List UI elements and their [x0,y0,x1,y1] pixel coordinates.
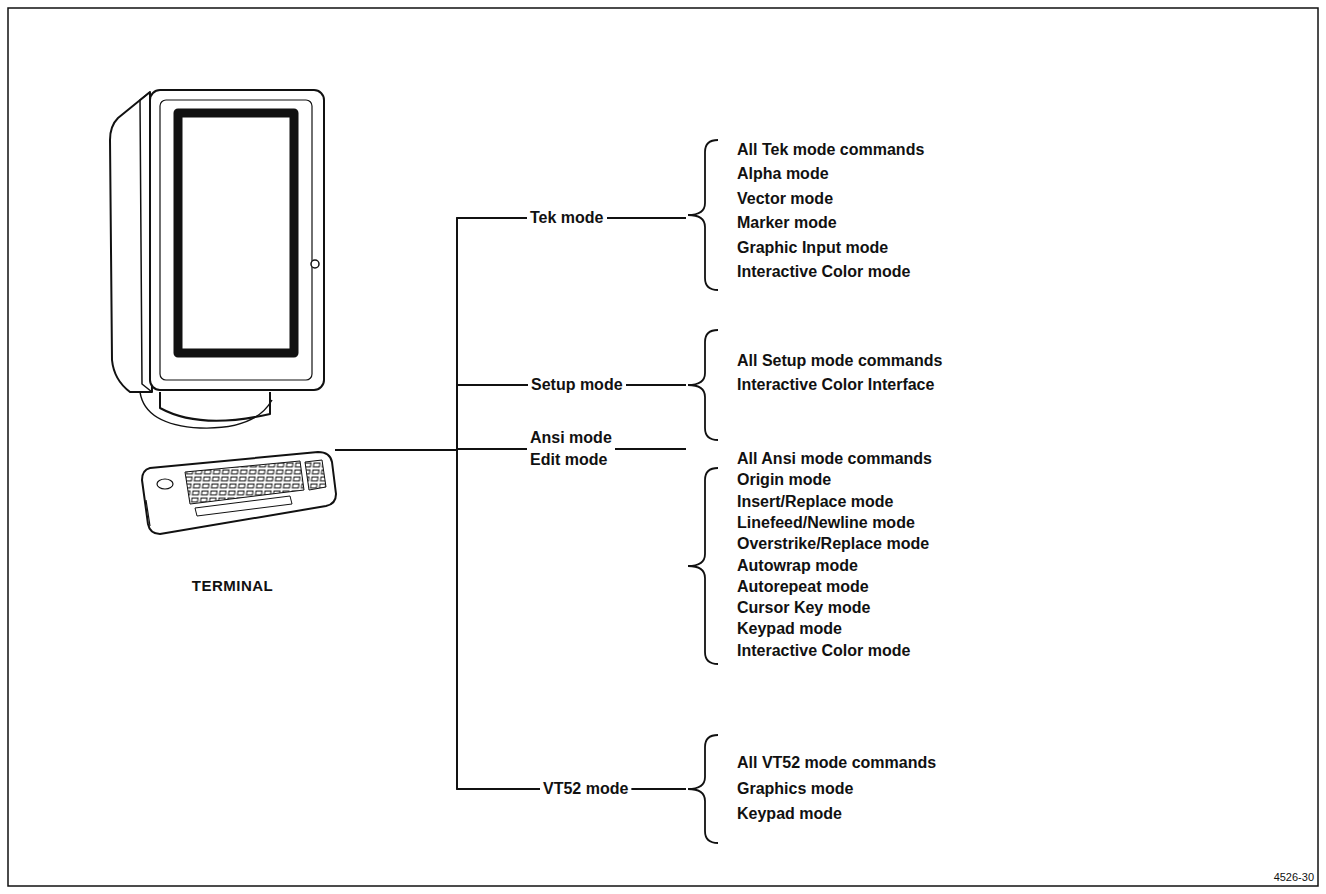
frame-border [8,8,1318,886]
branch-connector [335,450,540,789]
mode-name: Ansi mode [530,427,612,449]
brace-leader [626,384,686,386]
mode-label: Setup mode [528,374,626,396]
mode-feature: Graphic Input mode [737,238,888,258]
edge-group [335,218,540,789]
branch-connector [335,218,527,450]
mode-feature: All Setup mode commands [737,351,942,371]
mode-feature: Keypad mode [737,804,842,824]
mode-label: Ansi modeEdit mode [527,427,615,471]
mode-label: VT52 mode [540,778,631,800]
terminal-illustration [110,90,336,534]
mode-name: VT52 mode [543,778,628,800]
curly-brace [688,330,718,440]
mode-feature: Linefeed/Newline mode [737,513,915,533]
mode-feature: Interactive Color Interface [737,375,934,395]
curly-brace [688,735,718,843]
curly-brace [688,468,718,664]
mode-feature: Graphics mode [737,779,853,799]
figure-number: 4526-30 [1274,870,1314,884]
brace-group [688,140,718,843]
mode-feature: Overstrike/Replace mode [737,534,929,554]
mode-name: Setup mode [531,374,623,396]
brace-leader [615,448,686,450]
caption-wrap: TERMINAL [192,577,274,595]
mode-feature: Insert/Replace mode [737,492,894,512]
mode-label: Tek mode [527,207,607,229]
mode-name: Tek mode [530,207,604,229]
mode-feature: Vector mode [737,189,833,209]
stub-group [607,218,687,789]
mode-feature: All Tek mode commands [737,140,924,160]
terminal-caption: TERMINAL [192,577,274,594]
mode-feature: Interactive Color mode [737,262,910,282]
mode-feature: Keypad mode [737,619,842,639]
terminal-node: TERMINAL [110,75,335,595]
mode-feature: All VT52 mode commands [737,753,936,773]
mode-feature: Autowrap mode [737,556,858,576]
mode-feature: All Ansi mode commands [737,449,932,469]
mode-feature: Origin mode [737,470,831,490]
mode-feature: Autorepeat mode [737,577,869,597]
mode-feature: Cursor Key mode [737,598,870,618]
branch-connector [335,385,528,450]
brace-leader [607,217,687,219]
brace-leader [631,788,686,790]
curly-brace [688,140,718,290]
mode-feature: Alpha mode [737,164,829,184]
mode-name: Edit mode [530,449,612,471]
mode-feature: Marker mode [737,213,837,233]
mode-feature: Interactive Color mode [737,641,910,661]
